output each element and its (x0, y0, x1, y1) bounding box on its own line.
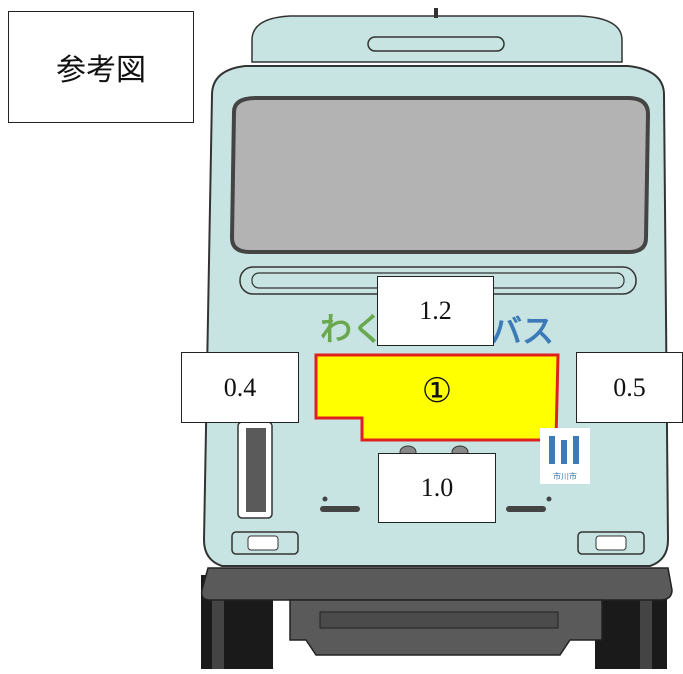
ad-area-marker: ① (422, 371, 452, 411)
city-logo-text: 市川市 (553, 471, 577, 481)
dimension-top: 1.2 (377, 276, 494, 346)
bus-logo-right: バス (490, 312, 554, 350)
rear-bumper (200, 567, 673, 601)
rear-window (229, 96, 651, 254)
dimension-bottom: 1.0 (378, 453, 496, 523)
bus-logo-left: わく (320, 310, 384, 348)
reference-label: 参考図 (8, 11, 194, 123)
ad-area (314, 353, 560, 442)
dimension-left: 0.4 (181, 352, 299, 423)
roof-unit (251, 8, 623, 63)
city-logo: 市川市 (540, 428, 590, 484)
dimension-right: 0.5 (576, 352, 683, 423)
